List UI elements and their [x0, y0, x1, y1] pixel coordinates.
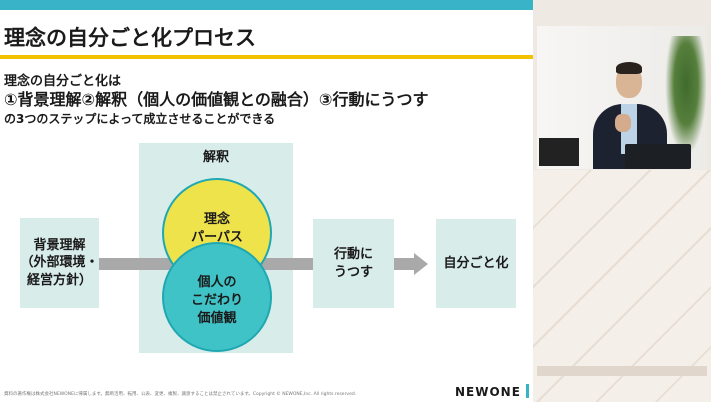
- self-ownership-box: 自分ごと化: [436, 219, 516, 308]
- webcam-video-feed: [537, 26, 707, 169]
- take-action-box: 行動に うつす: [313, 219, 394, 308]
- action-line2: うつす: [333, 264, 373, 280]
- decorative-strip: [537, 366, 707, 376]
- slide-title: 理念の自分ごと化プロセス: [4, 26, 256, 50]
- copyright-footer: 資料の著作権は株式会社NEWONEに帰属します。無断活用、転用、公表、変更、複製…: [4, 392, 357, 397]
- newone-logo: NEWONE: [455, 385, 521, 399]
- slide-top-accent-bar: [0, 0, 533, 10]
- interpretation-label: 解釈: [202, 150, 229, 165]
- presenter-panel: [533, 0, 711, 402]
- lead-text-line1: 理念の自分ごと化は: [4, 74, 122, 89]
- philosophy-label: 理念: [203, 211, 230, 227]
- title-underline: [0, 55, 533, 59]
- laptop-image: [625, 144, 691, 169]
- personal-values-circle: 個人の こだわり 価値観: [162, 242, 272, 352]
- plant-image: [665, 36, 707, 156]
- lead-text-line2: ①背景理解②解釈（個人の価値観との融合）③行動にうつす: [4, 90, 429, 109]
- purpose-label: パーパス: [191, 230, 243, 245]
- background-line2: （外部環境・: [20, 255, 99, 271]
- monitor-image: [539, 138, 579, 166]
- logo-accent-bar: [526, 384, 529, 398]
- process-arrow-final-shaft: [394, 258, 414, 270]
- background-line1: 背景理解: [33, 237, 86, 253]
- background-understanding-box: 背景理解 （外部環境・ 経営方針）: [20, 218, 99, 308]
- personal-values-line2: こだわり: [190, 292, 243, 308]
- background-line3: 経営方針）: [26, 272, 92, 288]
- arrow-right-icon: [414, 253, 428, 275]
- presentation-slide: 理念の自分ごと化プロセス 理念の自分ごと化は ①背景理解②解釈（個人の価値観との…: [0, 0, 533, 399]
- personal-values-line3: 価値観: [197, 311, 237, 327]
- lead-text-line3: の3つのステップによって成立させることができる: [4, 112, 276, 126]
- self-ownership-label: 自分ごと化: [443, 255, 509, 271]
- action-line1: 行動に: [333, 246, 373, 262]
- background-pattern: [533, 170, 711, 402]
- personal-values-line1: 個人の: [197, 274, 237, 290]
